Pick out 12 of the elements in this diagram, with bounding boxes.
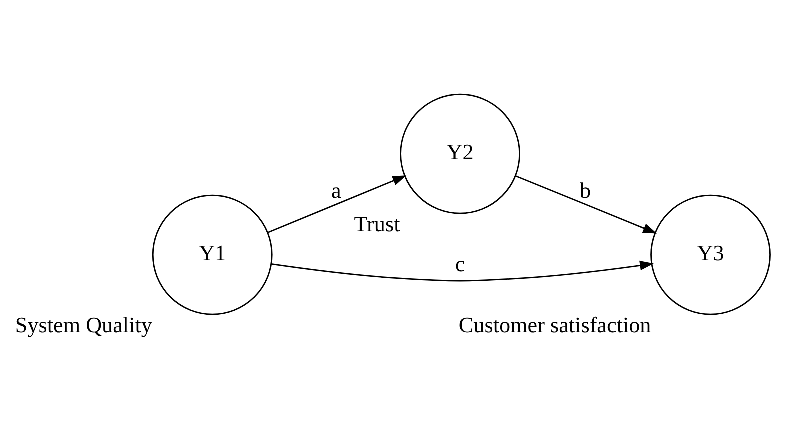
arrow [516,176,658,234]
node-circle: Y2 [400,94,520,214]
node-circle: Y3 [650,194,771,316]
node-label: Customer satisfaction [458,312,652,338]
edge-label: b [580,178,592,204]
node-circle: Y1 [152,194,273,316]
arrow [268,176,407,234]
arrow [271,260,654,282]
node-label: Trust [354,211,400,236]
node-label: System Quality [15,312,152,338]
edge-label: c [455,251,466,276]
edge-label: a [332,178,342,204]
